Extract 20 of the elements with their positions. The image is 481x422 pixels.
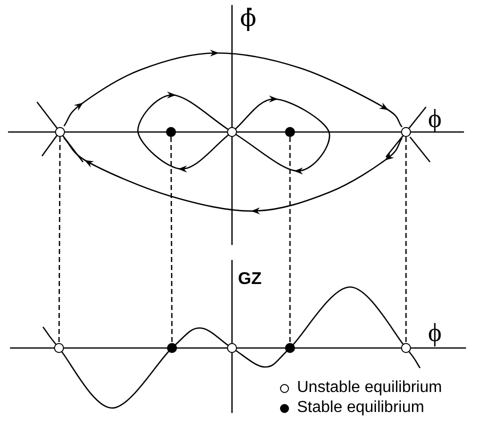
unstable-point: [401, 343, 411, 353]
stable-point: [166, 127, 176, 137]
legend-label: Unstable equilibrium: [297, 379, 442, 397]
dashed-line: [58, 137, 61, 343]
stable-point: [285, 343, 295, 353]
unstable-point: [55, 127, 65, 137]
unstable-point: [227, 343, 237, 353]
axis-label: ϕ: [428, 320, 442, 346]
unstable-point: [54, 343, 64, 353]
unstable-point: [401, 127, 411, 137]
stable-point: [167, 343, 177, 353]
axis-label: GZ: [238, 270, 262, 287]
legend-label: Stable equilibrium: [297, 399, 424, 417]
dashed-line: [405, 137, 407, 343]
axis-label: ϕ: [428, 106, 442, 132]
dashed-line: [170, 137, 173, 343]
dashed-line: [289, 137, 291, 343]
stable-point: [285, 127, 295, 137]
axis-label: ϕ̇: [240, 6, 256, 30]
unstable-point: [227, 127, 237, 137]
